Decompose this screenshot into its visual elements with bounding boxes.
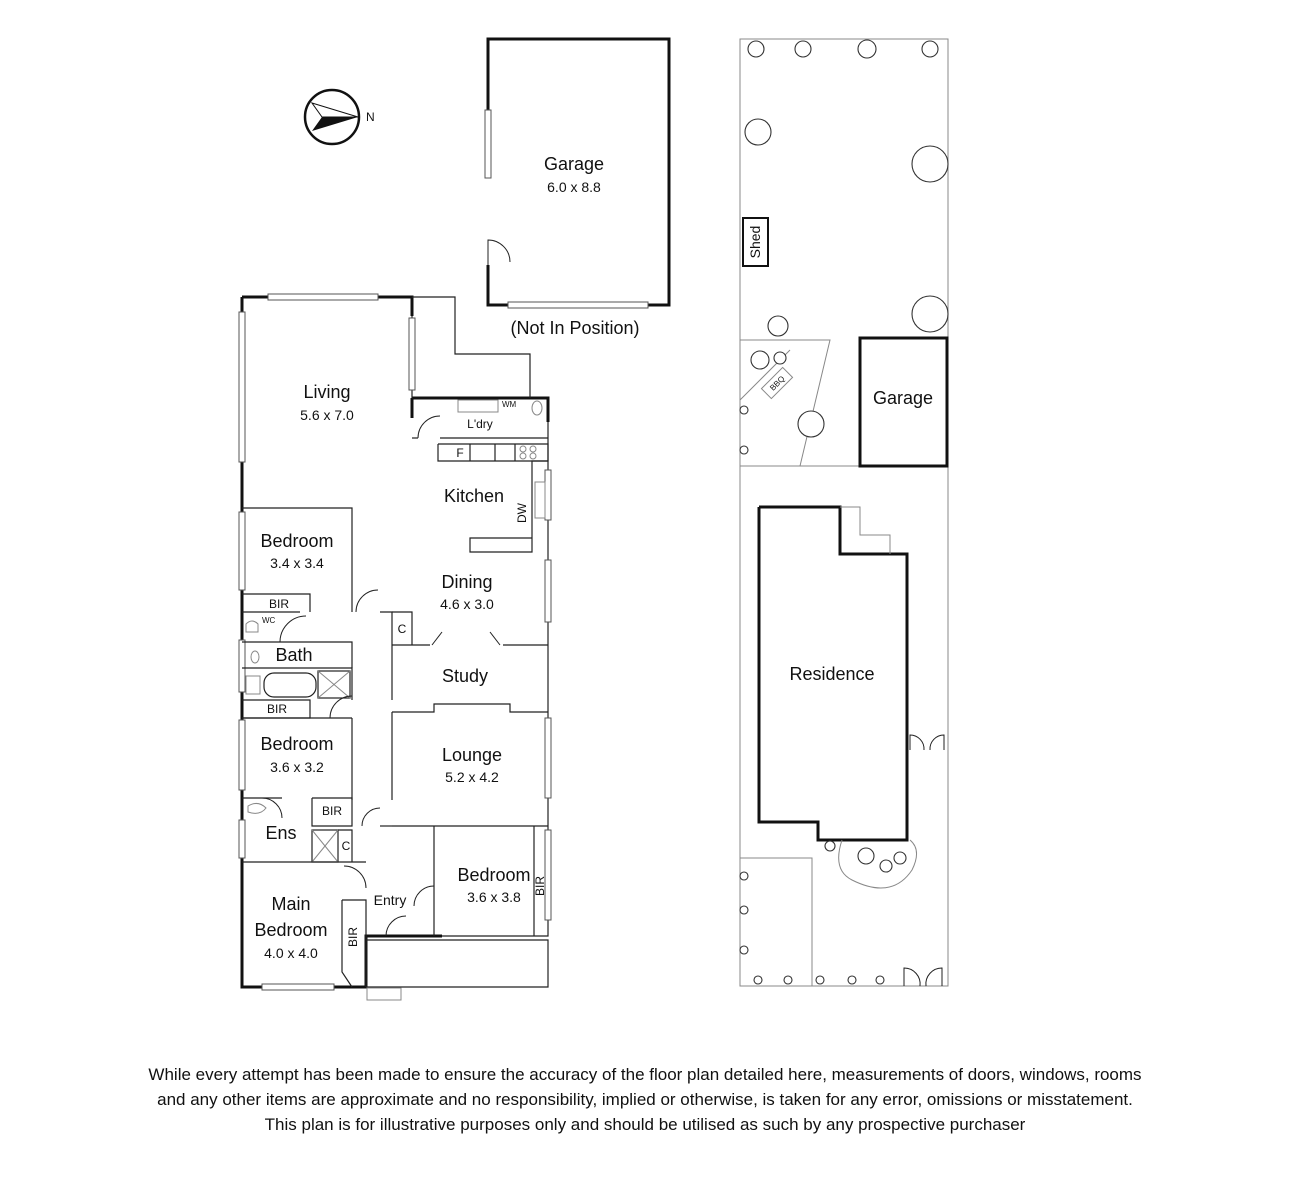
floor-plan-diagram: N Garage 6.0 x 8.8 (Not In Position) [238, 37, 949, 1001]
tree-icon [797, 410, 825, 438]
living-dims: 5.6 x 7.0 [300, 407, 354, 423]
washing-machine-label: WM [502, 400, 517, 409]
tree-icon [857, 39, 877, 59]
tree-icon [739, 871, 749, 881]
detached-garage: Garage 6.0 x 8.8 (Not In Position) [484, 37, 671, 338]
disclaimer-line-2: and any other items are approximate and … [157, 1090, 1133, 1109]
bir-3-label: BIR [322, 804, 342, 818]
tree-icon [824, 840, 836, 852]
tree-icon [879, 859, 893, 873]
tree-icon [744, 118, 772, 146]
dining-dims: 4.6 x 3.0 [440, 596, 494, 612]
tree-icon [753, 975, 763, 985]
wc-label: WC [262, 616, 276, 625]
tree-icon [875, 975, 885, 985]
bedroom-2-dims: 3.6 x 3.2 [270, 759, 324, 775]
ensuite-name: Ens [265, 823, 296, 843]
lounge-name: Lounge [442, 745, 502, 765]
disclaimer-line-1: While every attempt has been made to ens… [148, 1065, 1142, 1084]
cupboard-2-label: C [342, 839, 351, 853]
lounge-dims: 5.2 x 4.2 [445, 769, 499, 785]
main-bedroom-name-line2: Bedroom [254, 920, 327, 940]
fridge-label: F [456, 446, 463, 460]
site-shed-label: Shed [747, 226, 763, 259]
bedroom-1-name: Bedroom [260, 531, 333, 551]
disclaimer: While every attempt has been made to ens… [0, 1062, 1290, 1137]
site-residence-label: Residence [789, 664, 874, 684]
room-labels: Living 5.6 x 7.0 L'dry WM F Kitchen DW B… [254, 382, 547, 961]
bedroom-3-dims: 3.6 x 3.8 [467, 889, 521, 905]
garage-name: Garage [544, 154, 604, 174]
bedroom-3-name: Bedroom [457, 865, 530, 885]
living-name: Living [303, 382, 350, 402]
tree-icon [893, 851, 907, 865]
tree-icon [739, 945, 749, 955]
tree-icons [739, 39, 949, 985]
garage-not-in-position-note: (Not In Position) [510, 318, 639, 338]
dishwasher-label: DW [515, 502, 529, 523]
tree-icon [739, 405, 749, 415]
laundry-name: L'dry [467, 417, 493, 431]
tree-icon [750, 350, 770, 370]
tree-icon [747, 40, 765, 58]
tree-icon [911, 295, 949, 333]
main-bedroom-dims: 4.0 x 4.0 [264, 945, 318, 961]
disclaimer-line-3: This plan is for illustrative purposes o… [264, 1115, 1026, 1134]
tree-icon [739, 905, 749, 915]
entry-name: Entry [374, 892, 407, 908]
tree-icon [911, 145, 949, 183]
windows [238, 293, 552, 991]
dining-name: Dining [441, 572, 492, 592]
cupboard-1-label: C [398, 622, 407, 636]
bir-1-label: BIR [269, 597, 289, 611]
bir-4-label: BIR [533, 876, 547, 896]
tree-icon [773, 351, 787, 365]
tree-icon [739, 445, 749, 455]
bedroom-1-dims: 3.4 x 3.4 [270, 555, 324, 571]
bath-name: Bath [275, 645, 312, 665]
tree-icon [815, 975, 825, 985]
bir-2-label: BIR [267, 702, 287, 716]
tree-icon [847, 975, 857, 985]
compass-needle-light [310, 102, 359, 118]
bir-5-label: BIR [346, 927, 360, 947]
tree-icon [794, 40, 812, 58]
site-plan: Shed BBQ Garage Residence [739, 38, 949, 987]
garage-dims: 6.0 x 8.8 [547, 179, 601, 195]
kitchen-name: Kitchen [444, 486, 504, 506]
tree-icon [783, 975, 793, 985]
main-bedroom-name-line1: Main [271, 894, 310, 914]
compass-north-label: N [366, 110, 375, 124]
tree-icon [857, 847, 875, 865]
site-bbq-label: BBQ [768, 374, 786, 392]
interior-walls [242, 399, 549, 988]
tree-icon [921, 40, 939, 58]
compass: N [303, 88, 375, 146]
site-garage-label: Garage [873, 388, 933, 408]
study-name: Study [442, 666, 488, 686]
tree-icon [767, 315, 789, 337]
bedroom-2-name: Bedroom [260, 734, 333, 754]
